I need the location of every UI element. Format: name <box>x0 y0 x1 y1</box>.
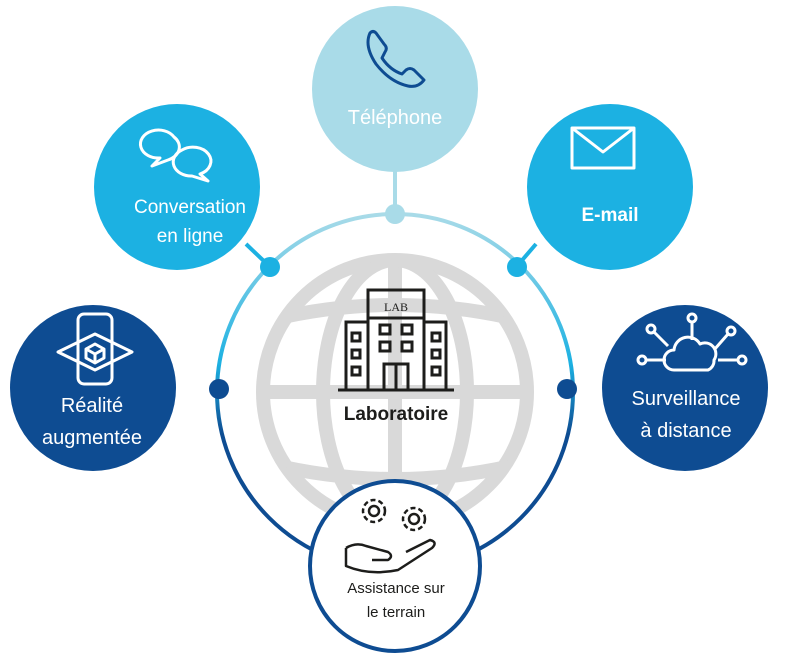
ar-label-line2: augmentée <box>42 427 142 449</box>
remote-label-line2: à distance <box>640 420 731 442</box>
connector-dot-telephone <box>385 204 405 224</box>
ar-label-line1: Réalité <box>61 395 123 417</box>
connector-dot-remote <box>557 379 577 399</box>
telephone-label: Téléphone <box>348 107 443 129</box>
remote-label-line1: Surveillance <box>632 388 741 410</box>
connector-dot-conversation <box>260 257 280 277</box>
email-label: E-mail <box>581 205 638 226</box>
phone-icon <box>366 30 426 88</box>
chat-bubbles-icon <box>139 128 213 183</box>
conversation-label-line1: Conversation <box>134 197 246 218</box>
lab-sign-text: LAB <box>384 300 408 314</box>
node-field: Assistance sur le terrain <box>308 479 482 653</box>
node-remote: Surveillance à distance <box>602 305 768 471</box>
node-telephone: Téléphone <box>312 6 478 172</box>
field-label-line1: Assistance sur <box>347 580 445 597</box>
ar-headset-icon <box>56 312 134 386</box>
node-conversation: Conversation en ligne <box>94 104 260 270</box>
connector-dot-email <box>507 257 527 277</box>
field-label-line2: le terrain <box>367 604 425 621</box>
connector-dot-ar <box>209 379 229 399</box>
laboratory-building-icon <box>338 288 454 392</box>
center-label: Laboratoire <box>344 404 449 425</box>
gears-hand-icon <box>344 498 436 574</box>
cloud-network-icon <box>636 312 748 372</box>
node-ar: Réalité augmentée <box>10 305 176 471</box>
node-email: E-mail <box>527 104 693 270</box>
envelope-icon <box>570 126 636 170</box>
conversation-label-line2: en ligne <box>157 226 224 247</box>
